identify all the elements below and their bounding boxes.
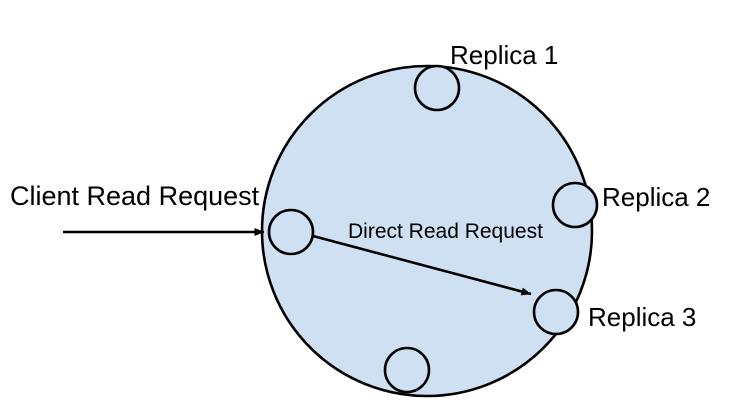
client-read-request-label: Client Read Request [10, 181, 260, 211]
node-replica-bottom[interactable] [383, 346, 431, 394]
replica-3-label: Replica 3 [588, 302, 696, 332]
replica-2-label: Replica 2 [602, 182, 710, 212]
direct-read-request-arrow [312, 234, 532, 296]
node-coordinator[interactable] [267, 208, 315, 256]
direct-read-request-label: Direct Read Request [348, 220, 543, 243]
node-replica-3[interactable] [532, 288, 580, 336]
replica-1-label: Replica 1 [450, 40, 558, 70]
node-replica-1[interactable] [413, 64, 461, 112]
node-replica-2[interactable] [551, 181, 599, 229]
